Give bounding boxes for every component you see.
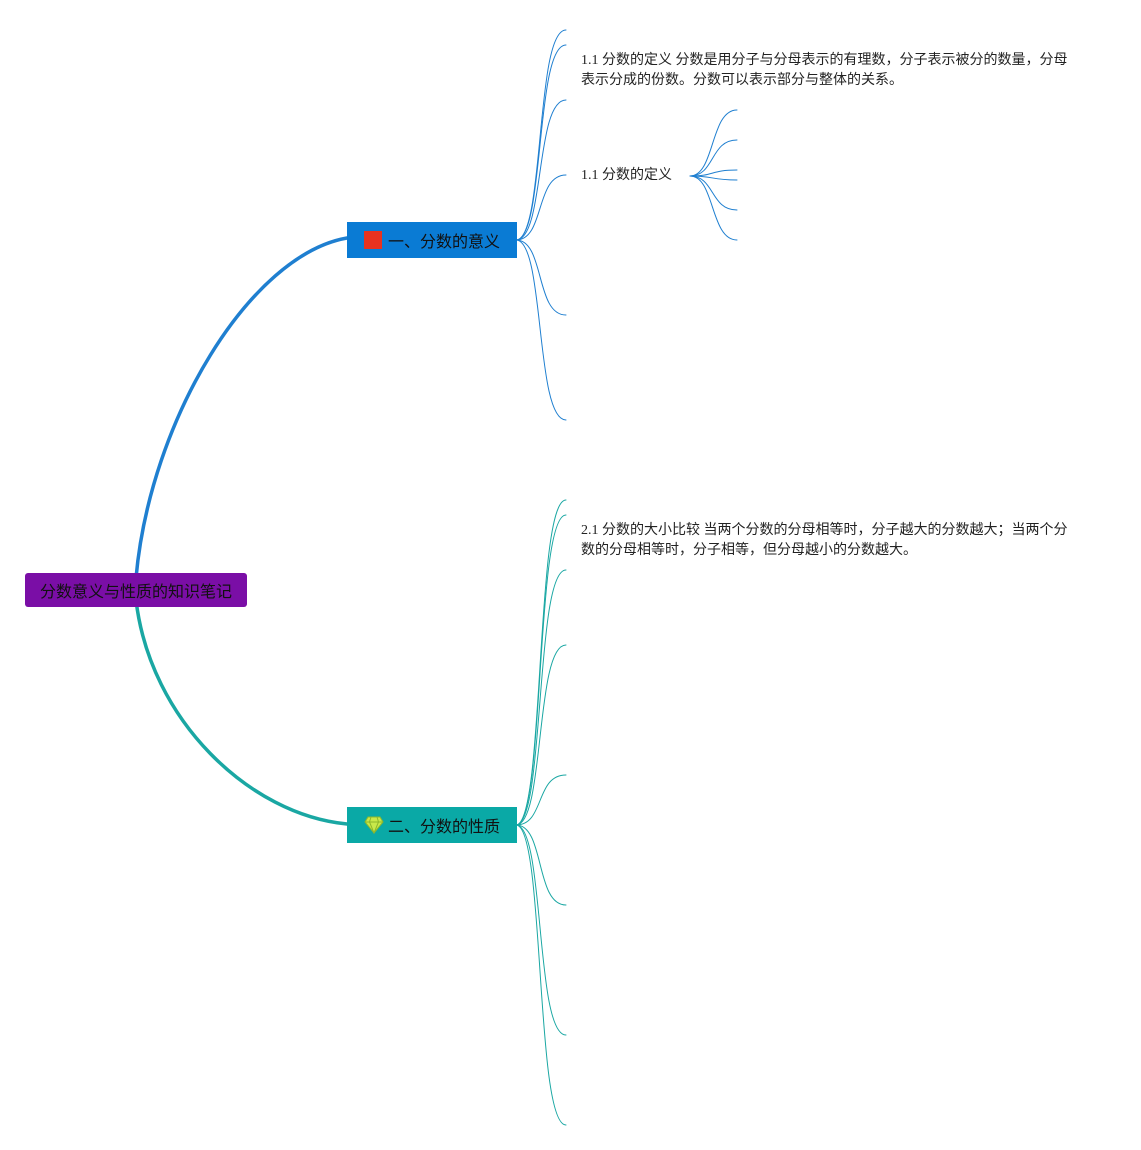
- subtopic-definition[interactable]: 1.1 分数的定义: [581, 168, 672, 183]
- branch-topic-meaning[interactable]: 一、分数的意义: [347, 222, 517, 258]
- branch-line-properties-7: [515, 824, 567, 1126]
- subtopic-note-definition[interactable]: 1.1 分数的定义 分数是用分子与分母表示的有理数，分子表示被分的数量，分母表示…: [581, 53, 1068, 88]
- sub-line-definition-0: [689, 109, 738, 177]
- sub-line-definition-4: [689, 175, 738, 211]
- root-topic[interactable]: 分数意义与性质的知识笔记: [25, 573, 247, 607]
- branch-topic-properties[interactable]: 二、分数的性质: [347, 807, 517, 843]
- root-connector-meaning: [134, 236, 349, 580]
- branch-line-meaning-5: [515, 239, 567, 421]
- branch-line-meaning-1: [515, 44, 567, 241]
- branch-topic-meaning-label: 一、分数的意义: [387, 232, 500, 251]
- root-connector-properties: [134, 598, 349, 826]
- diamond-icon: [364, 816, 384, 834]
- branch-line-properties-2: [515, 569, 567, 826]
- sub-line-definition-1: [689, 139, 738, 177]
- branch-topic-properties-label: 二、分数的性质: [387, 817, 500, 836]
- branch-line-properties-4: [515, 774, 567, 826]
- branch-line-properties-5: [515, 824, 567, 906]
- branch-line-properties-3: [515, 644, 567, 826]
- flag-icon: [363, 231, 382, 249]
- branch-line-properties-6: [515, 824, 567, 1036]
- root-topic-label: 分数意义与性质的知识笔记: [39, 582, 232, 601]
- branch-line-meaning-3: [515, 174, 567, 241]
- subtopic-note-comparison[interactable]: 2.1 分数的大小比较 当两个分数的分母相等时，分子越大的分数越大；当两个分数的…: [581, 523, 1068, 558]
- branch-line-meaning-4: [515, 239, 567, 316]
- sub-line-definition-5: [689, 175, 738, 241]
- branch-line-properties-1: [515, 514, 567, 826]
- branch-line-meaning-2: [515, 99, 567, 241]
